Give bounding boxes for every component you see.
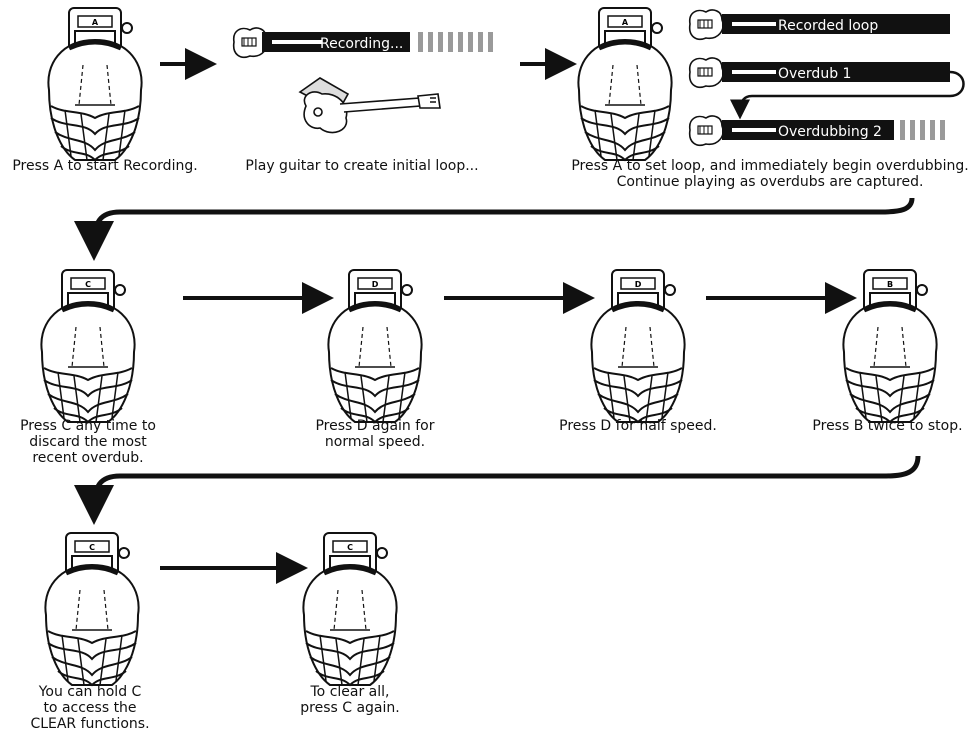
pedal-label: D [372, 280, 379, 289]
pedal-label: B [887, 280, 893, 289]
recording-label: Recording... [320, 36, 403, 52]
caption-line: Press D again for [300, 418, 450, 434]
caption-step-3: Press A to set loop, and immediately beg… [570, 158, 970, 190]
pedal-label: C [89, 543, 95, 552]
caption-line: Continue playing as overdubs are capture… [570, 174, 970, 190]
caption-line: You can hold C [10, 684, 170, 700]
caption-line: to access the [10, 700, 170, 716]
caption-step-4: Press C any time to discard the most rec… [0, 418, 176, 466]
caption-line: press C again. [280, 700, 420, 716]
pedal-step-4: C [41, 270, 134, 422]
overdub-1-label: Overdub 1 [778, 66, 851, 82]
progress-ticks [418, 32, 493, 52]
pedal-label: A [622, 18, 629, 27]
row-connector-arrow [94, 456, 918, 510]
caption-line: normal speed. [300, 434, 450, 450]
pedal-label: C [85, 280, 91, 289]
caption-step-1: Press A to start Recording. [0, 158, 210, 174]
caption-line: To clear all, [280, 684, 420, 700]
guitar-player-icon [300, 78, 440, 133]
caption-step-6: Press D for half speed. [548, 418, 728, 434]
overdub-1-banner: Overdub 1 [690, 58, 950, 87]
pedal-step-1: A [48, 8, 141, 160]
caption-step-5: Press D again for normal speed. [300, 418, 450, 450]
recorded-loop-label: Recorded loop [778, 18, 878, 34]
caption-step-8: You can hold C to access the CLEAR funct… [10, 684, 170, 732]
caption-line: Press A to set loop, and immediately beg… [570, 158, 970, 174]
pedal-step-3: A [578, 8, 671, 160]
pedal-step-6: D [591, 270, 684, 422]
pedal-step-7: B [843, 270, 936, 422]
caption-step-9: To clear all, press C again. [280, 684, 420, 716]
caption-step-2: Play guitar to create initial loop... [232, 158, 492, 174]
caption-line: CLEAR functions. [10, 716, 170, 732]
recorded-loop-banner: Recorded loop [690, 10, 950, 39]
progress-ticks [900, 120, 945, 140]
pedal-label: D [635, 280, 642, 289]
caption-line: discard the most [0, 434, 176, 450]
pedal-label: C [347, 543, 353, 552]
pedal-label: A [92, 18, 99, 27]
overdubbing-2-label: Overdubbing 2 [778, 124, 882, 140]
overdubbing-2-banner: Overdubbing 2 [690, 116, 945, 145]
pedal-step-8: C [45, 533, 138, 685]
caption-line: Press C any time to [0, 418, 176, 434]
row-connector-arrow [94, 198, 912, 246]
caption-step-7: Press B twice to stop. [800, 418, 975, 434]
pedal-step-5: D [328, 270, 421, 422]
recording-banner: Recording... [234, 28, 493, 57]
pedal-step-9: C [303, 533, 396, 685]
caption-line: recent overdub. [0, 450, 176, 466]
